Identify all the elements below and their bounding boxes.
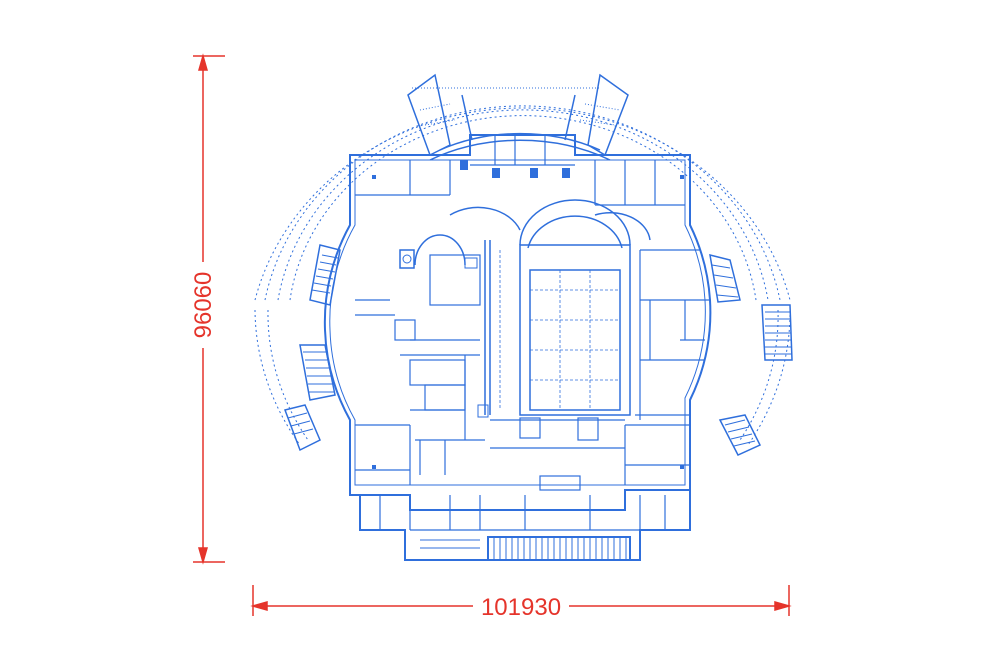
width-arrow-right	[774, 601, 792, 611]
room-partitions	[355, 135, 710, 531]
top-seating-marks	[412, 87, 621, 126]
south-stair-block	[487, 536, 631, 561]
outer-arc-4	[289, 115, 757, 301]
stair-treads	[287, 254, 792, 447]
hall-left-wall	[484, 240, 491, 415]
outer-arc-3	[277, 109, 769, 301]
top-left-wing	[407, 73, 451, 157]
main-perimeter	[323, 134, 712, 511]
top-wing-line-left	[461, 94, 473, 141]
hall-arch-left-2	[449, 206, 521, 231]
hall-grid	[499, 250, 620, 410]
hall-arch-left	[414, 234, 466, 266]
right-lower-wing	[718, 414, 762, 456]
fixtures	[372, 160, 684, 469]
south-stair-treads	[420, 537, 627, 560]
side-wings	[284, 244, 793, 456]
left-lower-wing	[284, 404, 321, 452]
height-dimension-label: 96060	[190, 272, 217, 339]
top-inner-arc-2	[439, 132, 601, 151]
hall-arch-main	[519, 199, 631, 246]
height-arrow-top	[198, 53, 208, 71]
right-stair-wing	[761, 304, 793, 361]
outer-arc-lower-left	[254, 309, 301, 446]
outer-arc-lower-left-2	[267, 309, 309, 441]
hall-arch-main-inner	[527, 215, 623, 249]
left-middle-wing	[299, 344, 336, 401]
building-outline	[323, 134, 712, 561]
hall-inner-room	[529, 269, 621, 411]
width-dimension-label: 101930	[481, 594, 561, 621]
width-arrow-left	[250, 601, 268, 611]
central-hall	[414, 199, 651, 416]
inner-perimeter	[329, 159, 706, 486]
top-wing-line-right	[564, 94, 576, 141]
outer-arc-1	[254, 107, 791, 301]
hall-main-room	[519, 244, 631, 416]
outer-arc-lower-right	[747, 309, 791, 446]
top-inner-arc	[429, 139, 611, 161]
hall-arch-right-2	[594, 212, 651, 241]
right-upper-wing	[709, 253, 741, 303]
outer-arc-lower-right-2	[739, 309, 779, 441]
height-arrow-bottom	[198, 547, 208, 565]
